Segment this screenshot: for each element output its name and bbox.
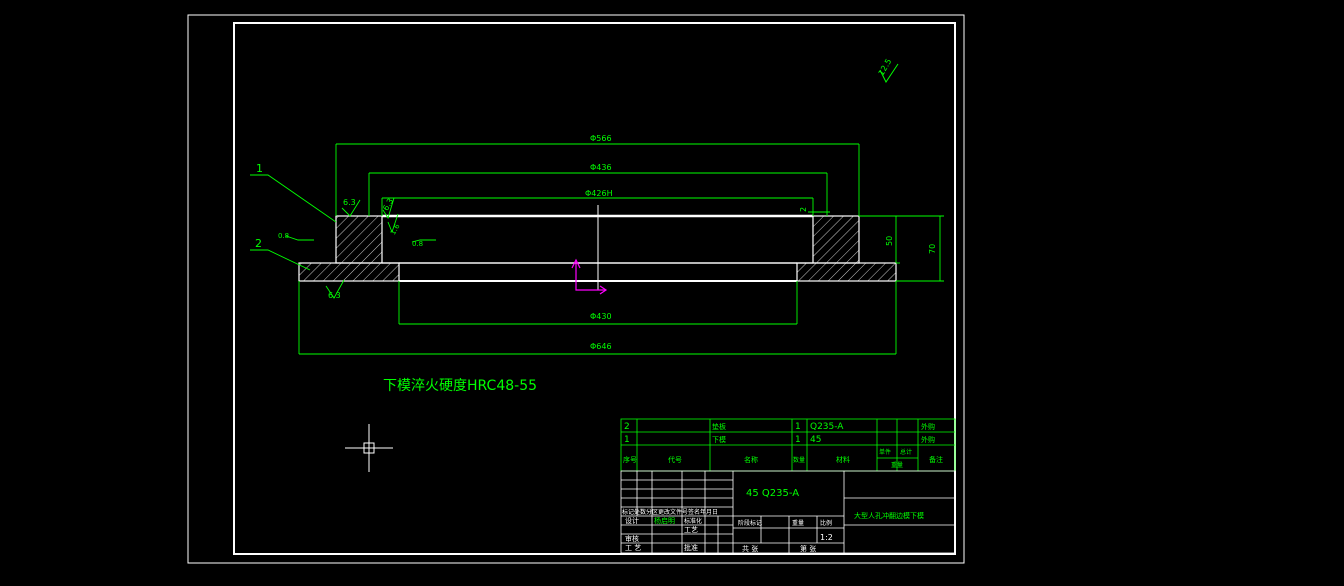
title-block <box>620 418 956 554</box>
scale-value: 1:2 <box>820 533 833 542</box>
svg-text:Q235-A: Q235-A <box>810 422 844 432</box>
dimensions <box>250 143 944 355</box>
hardness-note: 下模淬火硬度HRC48-55 <box>383 378 537 394</box>
svg-text:2: 2 <box>624 422 630 432</box>
svg-text:材料: 材料 <box>836 455 850 464</box>
svg-text:第 张: 第 张 <box>800 544 816 553</box>
svg-text:批准: 批准 <box>684 543 698 552</box>
dim-436: Φ436 <box>590 163 612 172</box>
dim-2: 2 <box>799 207 808 212</box>
surface-mark-2: 6.3 <box>328 291 341 300</box>
svg-text:单件: 单件 <box>879 448 891 456</box>
svg-text:重量: 重量 <box>891 461 903 469</box>
title-block-texts: 2 垫板 1 Q235-A 外购 1 下模 1 45 外购 序号 代号 名称 数… <box>622 422 943 553</box>
material-field: 45 Q235-A <box>746 488 799 499</box>
svg-text:1: 1 <box>795 435 801 445</box>
svg-text:名称: 名称 <box>744 455 758 464</box>
svg-text:总计: 总计 <box>900 448 912 456</box>
dim-430: Φ430 <box>590 312 612 321</box>
svg-text:重量: 重量 <box>792 519 804 527</box>
svg-text:外购: 外购 <box>921 422 935 431</box>
svg-text:阶段标记: 阶段标记 <box>738 519 762 527</box>
outer-frame <box>187 14 965 564</box>
dim-70: 70 <box>928 244 937 254</box>
svg-text:1: 1 <box>795 422 801 432</box>
ucs-axis-icon <box>571 258 608 295</box>
svg-text:标准化: 标准化 <box>684 517 702 525</box>
svg-text:代号: 代号 <box>668 455 682 464</box>
crosshair-cursor-icon <box>345 424 393 472</box>
svg-text:标记处数分区更改文件号签名年月日: 标记处数分区更改文件号签名年月日 <box>622 508 718 516</box>
svg-text:设计: 设计 <box>625 516 639 525</box>
dim-50: 50 <box>885 236 894 246</box>
svg-text:数量: 数量 <box>793 456 805 464</box>
surface-mark-5: 0.8 <box>412 240 423 248</box>
svg-text:序号: 序号 <box>623 455 637 464</box>
svg-text:比例: 比例 <box>820 519 832 527</box>
roughness-mark-general: 12.5 <box>877 57 899 83</box>
dim-566: Φ566 <box>590 134 612 143</box>
drawing-name: 大型人孔冲翻边模下模 <box>854 511 924 520</box>
svg-text:45: 45 <box>810 435 821 445</box>
inner-frame <box>233 22 956 555</box>
callout-1: 1 <box>256 162 263 175</box>
surface-mark-4: 0.8 <box>278 232 289 240</box>
svg-text:备注: 备注 <box>929 455 943 464</box>
svg-text:1: 1 <box>624 435 630 445</box>
svg-text:垫板: 垫板 <box>712 422 726 431</box>
svg-text:审核: 审核 <box>625 534 639 543</box>
svg-text:工 艺: 工 艺 <box>625 544 641 552</box>
surface-mark-1: 6.3 <box>343 198 356 207</box>
svg-text:杨启明: 杨启明 <box>654 516 675 525</box>
svg-text:外购: 外购 <box>921 435 935 444</box>
svg-text:共 张: 共 张 <box>742 544 758 553</box>
svg-text:工艺: 工艺 <box>684 526 698 534</box>
dim-426: Φ426H <box>585 189 613 198</box>
svg-text:下模: 下模 <box>712 435 726 444</box>
surface-mark-6: 1.6 <box>389 222 402 236</box>
dim-646: Φ646 <box>590 342 612 351</box>
callout-2: 2 <box>255 237 262 250</box>
